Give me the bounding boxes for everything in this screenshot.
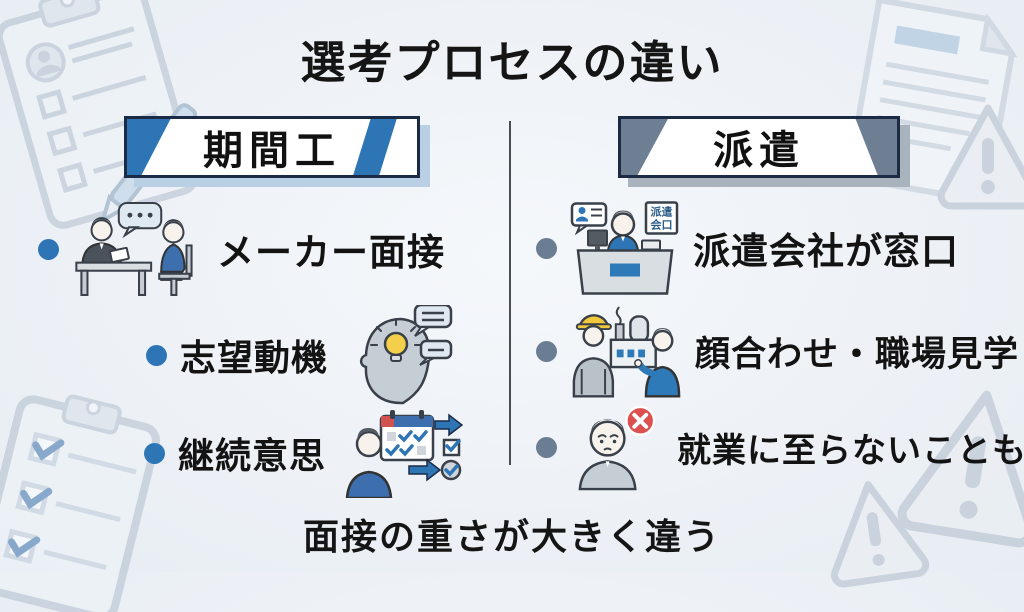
page-title: 選考プロセスの違い [300, 37, 724, 88]
interview-illustration-icon [75, 202, 193, 296]
no-employment-illustration-icon [578, 405, 656, 491]
list-item: メーカー面接 [38, 201, 445, 297]
header-banner-kikanko: 期間工 [124, 116, 420, 178]
continuity-schedule-illustration-icon [345, 410, 464, 498]
header-banner-haken: 派遣 [618, 116, 900, 178]
bullet-icon [536, 340, 557, 362]
list-item: 派遣 会口 派遣会社が窓口 [536, 200, 959, 296]
workplace-tour-illustration-icon [572, 306, 681, 398]
list-item-label: 志望動機 [180, 337, 329, 378]
bullet-icon [38, 238, 59, 260]
list-item: 顔合わせ・職場見学 [536, 303, 1019, 399]
agency-reception-illustration-icon: 派遣 会口 [570, 201, 679, 295]
column-divider [509, 121, 511, 465]
list-item-label: メーカー面接 [217, 232, 445, 273]
bullet-icon [146, 344, 167, 366]
list-item-label: 就業に至らないことも [677, 431, 1024, 470]
list-item-label: 継続意思 [178, 435, 327, 476]
conclusion-text: 面接の重さが大きく違う [302, 516, 721, 557]
bullet-icon [536, 436, 557, 458]
list-item-label: 派遣会社が窓口 [693, 231, 959, 272]
reception-sign-line1: 派遣 [651, 205, 673, 219]
header-label-haken: 派遣 [713, 129, 805, 173]
bullet-icon [536, 237, 557, 259]
thinking-head-illustration-icon [359, 305, 453, 405]
list-item-label: 顔合わせ・職場見学 [695, 334, 1020, 374]
reception-sign-line2: 会口 [651, 218, 673, 232]
checklist-clipboard-decoration [0, 394, 160, 612]
header-label-kikanko: 期間工 [203, 129, 341, 173]
bullet-icon [144, 442, 165, 464]
list-item: 志望動機 [146, 305, 453, 405]
list-item: 就業に至らないことも [536, 403, 1024, 491]
list-item: 継続意思 [144, 408, 464, 498]
